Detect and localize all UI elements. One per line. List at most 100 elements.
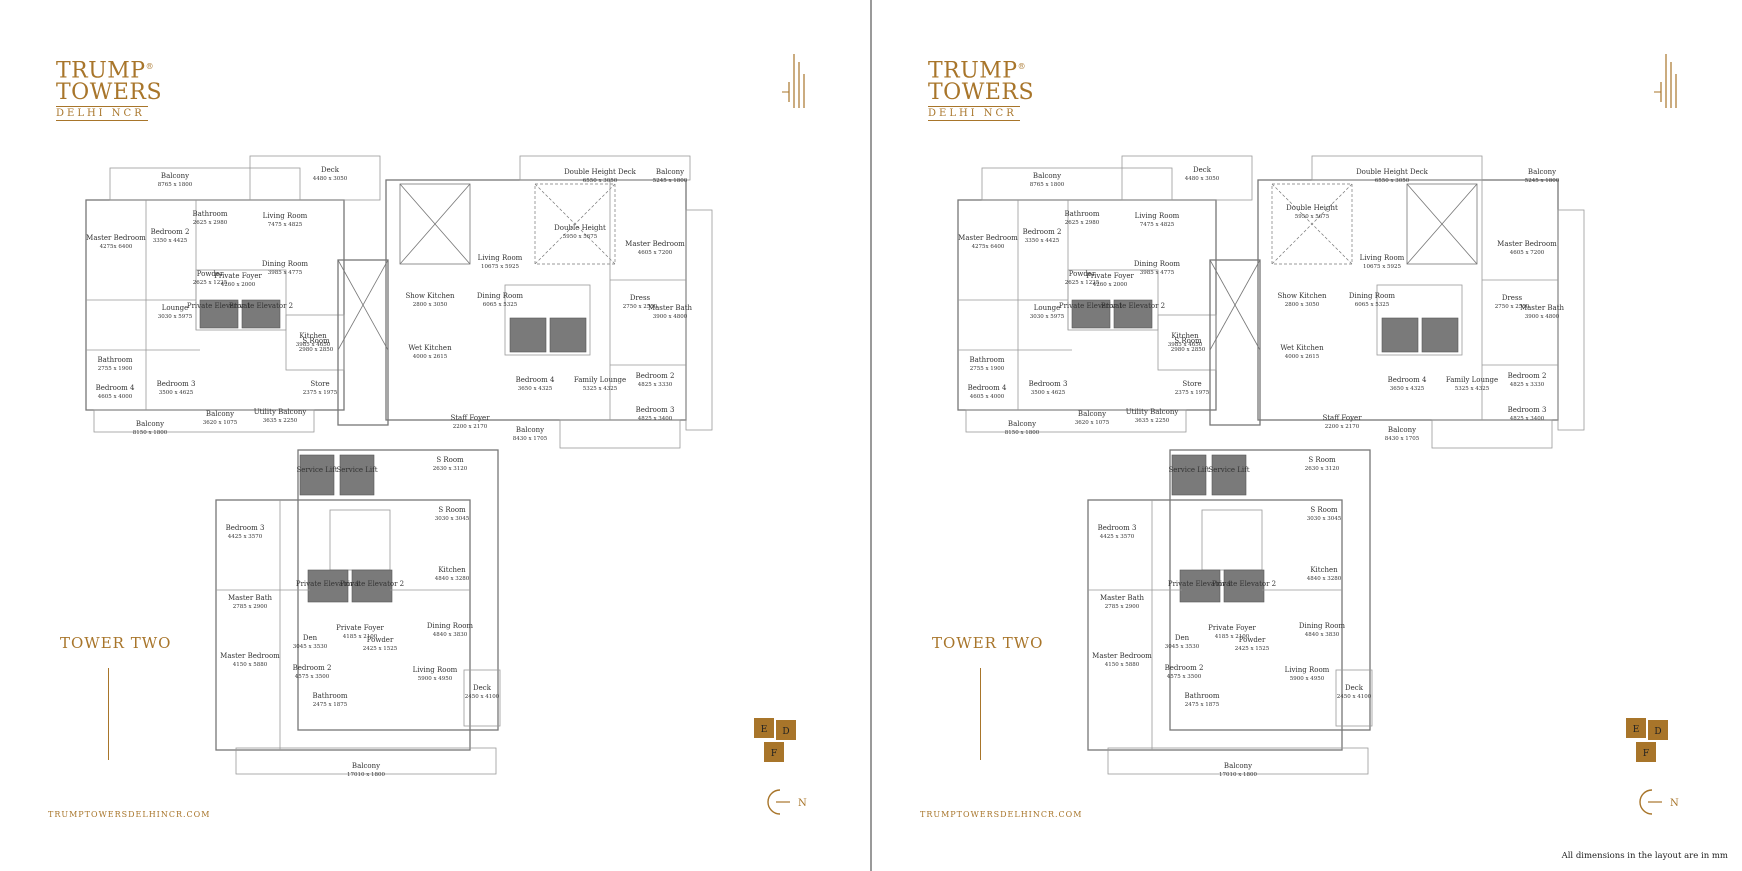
plan-balcony-bottom-left (93, 409, 315, 433)
room-dimension: 2980 x 2850 (299, 347, 334, 353)
room-label: Private Elevator 2 (1212, 580, 1276, 588)
plan-deck-top (249, 155, 381, 201)
room-dimension: 4825 x 3400 (638, 416, 673, 422)
room-label: Show Kitchen (405, 292, 455, 300)
room-dimension: 2980 x 2850 (1171, 347, 1206, 353)
room-label: Master Bedroom (958, 234, 1018, 242)
room-label: Balcony (656, 168, 684, 176)
room-label: Bedroom 4 (516, 376, 555, 384)
room-label: Service Lift (1208, 466, 1249, 474)
room-label: Deck (473, 684, 492, 692)
room-dimension: 5950 x 5675 (563, 234, 598, 240)
plan-double-height-void (534, 183, 616, 265)
room-dimension: 2625 x 2980 (1065, 220, 1100, 226)
room-label: Staff Foyer (1322, 414, 1362, 422)
room-label: Private Elevator 1 (1059, 302, 1123, 310)
room-label: Bedroom 4 (968, 384, 1007, 392)
room-dimension: 3900 x 4800 (653, 314, 688, 320)
site-url-link[interactable]: TRUMPTOWERSDELHINCR.COM (920, 810, 1083, 819)
room-label: Dress (630, 294, 651, 302)
plan-balcony-top (109, 167, 301, 201)
room-label: Dining Room (1134, 260, 1181, 268)
key-label-d: D (1654, 727, 1661, 737)
room-label: Balcony (1388, 426, 1416, 434)
room-label: Bedroom 2 (636, 372, 675, 380)
room-label: Master Bath (1100, 594, 1145, 602)
logo-line-2: TOWERS (56, 80, 163, 106)
room-label: Master Bedroom (1092, 652, 1152, 660)
room-dimension: 4840 x 3830 (433, 632, 468, 638)
room-dimension: 8430 x 1705 (513, 436, 548, 442)
room-dimension: 5900 x 4950 (1290, 676, 1325, 682)
page-left: TRUMP® TOWERS DELHI NCR (0, 0, 870, 871)
room-label: Staff Foyer (450, 414, 490, 422)
room-dimension: 3985 x 4775 (268, 270, 303, 276)
key-label-e: E (761, 725, 768, 735)
room-label: Lounge (1034, 304, 1061, 312)
tower-name: TOWER TWO (932, 634, 1044, 652)
room-dimension: 5245 x 1800 (653, 178, 688, 184)
room-label: Den (303, 634, 318, 642)
room-dimension: 6065 x 5325 (483, 302, 518, 308)
room-label: Kitchen (438, 566, 466, 574)
room-dimension: 2755 x 1900 (98, 366, 133, 372)
room-dimension: 3030 x 3045 (435, 516, 470, 522)
room-dimension: 3900 x 4800 (1525, 314, 1560, 320)
room-label: Dining Room (262, 260, 309, 268)
room-dimension: 2200 x 2170 (453, 424, 488, 430)
room-label: Service Lift (296, 466, 337, 474)
key-tile-e (754, 718, 774, 738)
plan-void-left (399, 183, 471, 265)
trump-towers-logo: TRUMP® TOWERS DELHI NCR (56, 56, 166, 122)
room-label: Balcony (1008, 420, 1036, 428)
room-label: Balcony (1224, 762, 1252, 770)
room-label: Family Lounge (574, 376, 626, 384)
north-label: N (1670, 798, 1679, 809)
page-right: TRUMP® TOWERS DELHI NCR (872, 0, 1742, 871)
room-label: Double Height Deck (564, 168, 637, 176)
plan-private-elevator-2c (351, 569, 393, 603)
room-label: Master Bedroom (220, 652, 280, 660)
room-dimension: 2375 x 1975 (1175, 390, 1210, 396)
room-label: Bedroom 3 (1029, 380, 1068, 388)
room-label: Bedroom 3 (1098, 524, 1137, 532)
room-label: Den (1175, 634, 1190, 642)
room-label: Powder (1069, 270, 1096, 278)
room-dimension: 2785 x 2900 (1105, 604, 1140, 610)
room-label: Bathroom (969, 356, 1004, 364)
room-dimension: 3620 x 1075 (1075, 420, 1110, 426)
room-dimension: 2375 x 1975 (303, 390, 338, 396)
room-dimension: 10675 x 5925 (1363, 264, 1402, 270)
room-label: Bathroom (192, 210, 227, 218)
room-label: Living Room (1135, 212, 1180, 220)
logo-line-3: DELHI NCR (928, 106, 1020, 122)
room-label: Living Room (263, 212, 308, 220)
room-label: Deck (1193, 166, 1212, 174)
room-label: Balcony (1033, 172, 1061, 180)
room-dimension: 17010 x 1800 (347, 772, 386, 778)
room-label: Private Foyer (1086, 272, 1134, 280)
room-dimension: 3045 x 3530 (293, 644, 328, 650)
room-dimension: 3030 x 5975 (158, 314, 193, 320)
north-arrow-icon: N (1639, 789, 1679, 815)
room-label: Private Foyer (336, 624, 384, 632)
trump-towers-logo: TRUMP® TOWERS DELHI NCR (928, 56, 1038, 122)
room-dimension: 6550 x 3050 (1375, 178, 1410, 184)
room-label: Wet Kitchen (408, 344, 452, 352)
room-label: Kitchen (299, 332, 327, 340)
site-url-link[interactable]: TRUMPTOWERSDELHINCR.COM (48, 810, 211, 819)
room-dimension: 2625 x 1225 (193, 280, 228, 286)
room-dimension: 2425 x 1525 (363, 646, 398, 652)
tower-rule (108, 668, 109, 760)
room-dimension: 4425 x 3570 (228, 534, 263, 540)
room-dimension: 3045 x 3530 (1165, 644, 1200, 650)
room-label: Service Lift (1168, 466, 1209, 474)
room-label: Balcony (1078, 410, 1106, 418)
room-label: Dining Room (1299, 622, 1346, 630)
plan-service-lift-2 (339, 454, 375, 496)
room-dimension: 2625 x 2980 (193, 220, 228, 226)
room-label: Dining Room (1349, 292, 1396, 300)
room-dimension: 2450 x 4100 (1337, 694, 1372, 700)
room-label: Powder (197, 270, 224, 278)
